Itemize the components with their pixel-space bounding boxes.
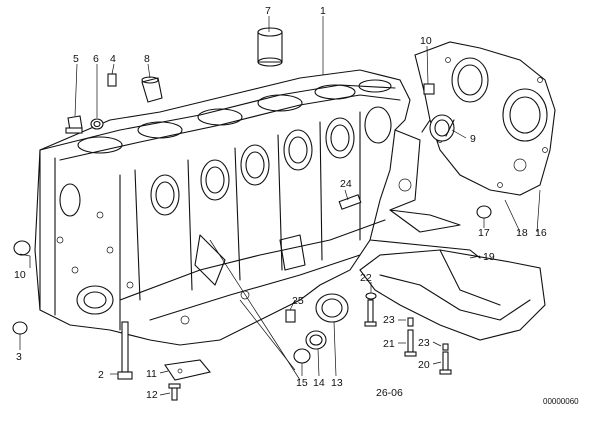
callout-13: 13: [331, 377, 343, 389]
callout-11: 11: [146, 368, 157, 380]
bushing-right: [476, 205, 492, 219]
cover-cap: [315, 293, 349, 323]
callout-9: 9: [470, 133, 476, 145]
callout-6: 6: [93, 53, 99, 65]
callout-10-left: 10: [14, 269, 26, 281]
callout-17: 17: [478, 227, 490, 239]
bushing-top: [423, 83, 435, 95]
screw-small: [168, 383, 181, 401]
retainer-ring: [293, 348, 311, 364]
figure-code: 00000060: [543, 397, 579, 406]
callout-24: 24: [340, 178, 352, 190]
callout-4: 4: [110, 53, 116, 65]
bolt-long: [117, 321, 133, 380]
core-plug: [285, 309, 296, 323]
callout-15: 15: [296, 377, 308, 389]
callout-22: 22: [360, 272, 372, 284]
callout-14: 14: [313, 377, 325, 389]
dowel-pin: [107, 73, 117, 87]
callout-26-06: 26-06: [376, 387, 403, 399]
callout-12: 12: [146, 389, 158, 401]
gasket-ring: [90, 118, 104, 130]
callout-25: 25: [292, 295, 304, 307]
leader-lines: [19, 16, 541, 396]
bolt-20: [439, 351, 452, 375]
cylinder-sleeve: [257, 27, 283, 67]
seal-ring: [421, 114, 455, 142]
callout-20: 20: [418, 359, 430, 371]
callout-5: 5: [73, 53, 79, 65]
callout-2: 2: [98, 369, 104, 381]
callout-1: 1: [320, 5, 326, 17]
callout-19: 19: [483, 251, 495, 263]
callout-23-b: 23: [418, 337, 430, 349]
bolt-23a: [407, 317, 414, 327]
callout-7: 7: [265, 5, 271, 17]
bolt-21: [364, 299, 377, 327]
callout-labels: 1 2 3 4 5 6 7 8 9 10 10 11 12 13 14 15 1…: [14, 5, 579, 406]
o-ring: [305, 330, 327, 350]
bolt-23b: [442, 343, 449, 351]
callout-21: 21: [383, 338, 395, 350]
plug-small: [12, 321, 28, 335]
bolt-21b: [404, 329, 417, 357]
plug: [141, 76, 163, 103]
dowel-sleeve: [338, 194, 362, 210]
rear-cover-gasket: [414, 41, 556, 196]
bracket-assembly: [359, 209, 546, 341]
small-bracket: [164, 359, 211, 381]
callout-16: 16: [535, 227, 547, 239]
callout-23-a: 23: [383, 314, 395, 326]
screw-plug: [65, 115, 83, 134]
engine-block: [34, 69, 421, 346]
callout-18: 18: [516, 227, 528, 239]
callout-3: 3: [16, 351, 22, 363]
washer: [365, 292, 377, 300]
callout-8: 8: [144, 53, 150, 65]
callout-10-top: 10: [420, 35, 432, 47]
plug-lower: [13, 240, 31, 256]
